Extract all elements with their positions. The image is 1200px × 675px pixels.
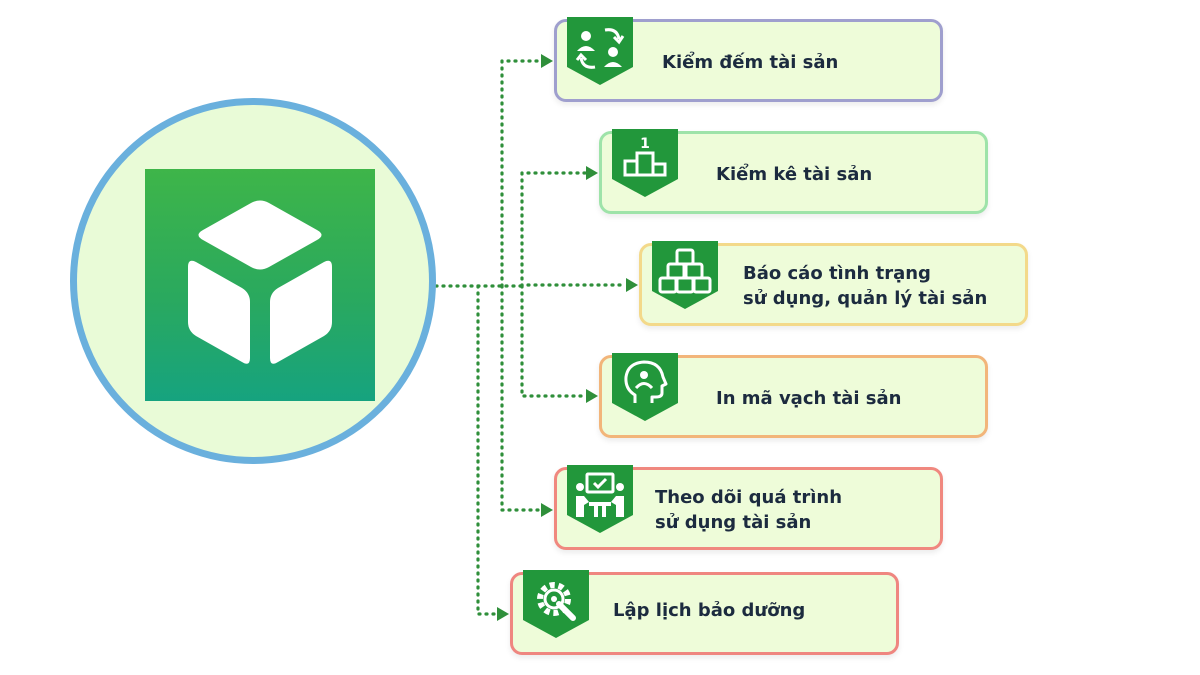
connector-2 — [520, 283, 628, 288]
connector-arrow-2 — [626, 278, 638, 292]
card-kiem-dem: Kiểm đếm tài sản — [554, 17, 943, 102]
connector-arrow-0 — [541, 54, 553, 68]
connector-arrow-5 — [497, 607, 509, 621]
card-bao-cao: Báo cáo tình trạng sử dụng, quản lý tài … — [639, 241, 1028, 326]
connector-3 — [520, 284, 588, 398]
podium-icon: 1 — [612, 129, 678, 197]
connector-5 — [476, 284, 499, 616]
card-theo-doi: Theo dõi quá trình sử dụng tài sản — [554, 465, 943, 550]
badge — [567, 17, 633, 87]
connector-arrow-1 — [586, 166, 598, 180]
gear-wrench-icon — [523, 570, 589, 638]
people-swap-icon — [567, 17, 633, 85]
card-label: Báo cáo tình trạng sử dụng, quản lý tài … — [743, 263, 988, 309]
badge — [612, 353, 678, 423]
connector-1 — [520, 171, 588, 288]
connector-4 — [500, 284, 543, 512]
badge — [523, 570, 589, 640]
stacked-boxes-icon — [652, 241, 718, 309]
badge — [652, 241, 718, 311]
hub-icon-tile — [145, 169, 375, 401]
connector-0 — [500, 59, 543, 288]
badge: 1 — [612, 129, 678, 199]
card-label: Kiểm đếm tài sản — [662, 52, 839, 73]
hub-circle — [70, 98, 436, 464]
svg-text:1: 1 — [640, 136, 650, 152]
card-label: In mã vạch tài sản — [716, 388, 902, 409]
connector-arrow-3 — [586, 389, 598, 403]
card-label: Theo dõi quá trình sử dụng tài sản — [655, 487, 843, 533]
card-in-ma-vach: In mã vạch tài sản — [599, 353, 988, 438]
connector-arrow-4 — [541, 503, 553, 517]
card-lap-lich: Lập lịch bảo dưỡng — [510, 570, 899, 655]
team-board-icon — [567, 465, 633, 533]
card-label: Kiểm kê tài sản — [716, 164, 873, 185]
head-person-icon — [612, 353, 678, 421]
badge — [567, 465, 633, 535]
cube-icon — [188, 200, 332, 364]
card-label: Lập lịch bảo dưỡng — [613, 600, 806, 621]
card-kiem-ke: 1 Kiểm kê tài sản — [599, 129, 988, 214]
